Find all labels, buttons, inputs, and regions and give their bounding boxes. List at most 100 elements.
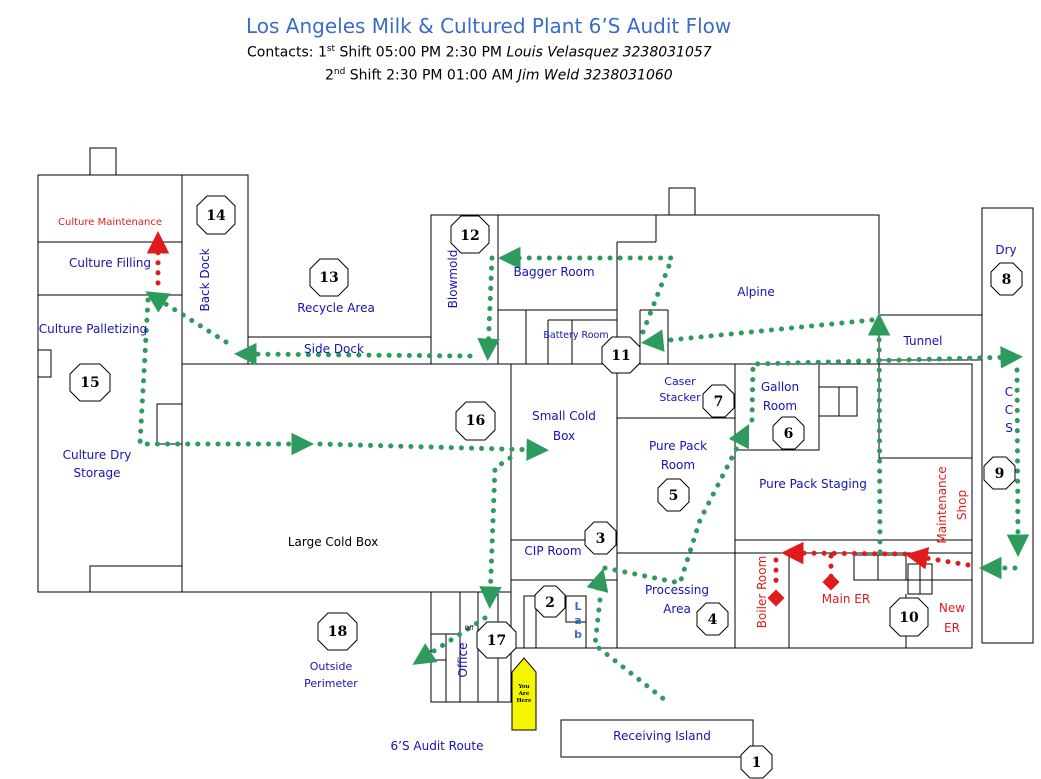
- stop-13: 13: [309, 258, 349, 297]
- svg-text:Here: Here: [516, 698, 532, 704]
- stop-8: 8: [990, 262, 1023, 296]
- audit-stops: 1 2 3 4 5 6 7 8 9 10 11 12 13 14 15 16 1…: [69, 195, 1023, 779]
- back-dock-label: Back Dock: [198, 248, 212, 311]
- processing-label-1: Processing: [645, 583, 709, 597]
- main-er-label: Main ER: [822, 592, 870, 606]
- route-to-cip: [586, 568, 609, 593]
- culture-dry-label-1: Culture Dry: [63, 448, 132, 462]
- office-label: Office: [456, 642, 470, 677]
- building-walls: [37, 147, 1034, 758]
- stop-2: 2: [534, 585, 566, 618]
- route-to-culture-filling: [145, 291, 229, 345]
- main-er-diamond: [822, 573, 840, 591]
- stop-7: 7: [702, 384, 735, 418]
- tunnel-label: Tunnel: [902, 334, 942, 348]
- ccs-label-s: S: [1005, 421, 1013, 435]
- outside-perimeter-label-1: Outside: [310, 660, 353, 673]
- large-cold-box-label: Large Cold Box: [288, 535, 378, 549]
- stop-16: 16: [455, 401, 496, 441]
- stop-10: 10: [889, 597, 929, 637]
- receiving-island-room: [560, 719, 754, 758]
- svg-text:2: 2: [545, 595, 555, 611]
- processing-label-2: Area: [663, 602, 691, 616]
- svg-text:7: 7: [714, 394, 724, 410]
- emergency-route-main: [781, 541, 908, 565]
- pure-pack-label-1: Pure Pack: [649, 439, 707, 453]
- shift-1-contact-person: Louis Velasquez 3238031057: [506, 44, 712, 61]
- svg-text:17: 17: [487, 633, 506, 649]
- ccs-label-c1: C: [1005, 385, 1013, 399]
- svg-text:16: 16: [466, 413, 485, 429]
- gallon-label-2: Room: [763, 399, 797, 413]
- small-cold-box-room: [510, 363, 618, 541]
- title-block: Los Angeles Milk & Cultured Plant 6’S Au…: [0, 0, 1041, 100]
- bagger-room-label: Bagger Room: [513, 265, 594, 279]
- stop-3: 3: [584, 521, 617, 555]
- stop-6: 6: [772, 416, 805, 450]
- lab-label-l: L: [574, 600, 581, 613]
- side-dock-label: Side Dock: [304, 342, 364, 356]
- route-to-office: [479, 455, 513, 609]
- gallon-label-1: Gallon: [761, 380, 799, 394]
- large-cold-box-room: [181, 363, 512, 593]
- culture-roof-unit: [89, 147, 117, 176]
- audit-route: [137, 246, 1030, 703]
- boiler-er-block: [734, 539, 973, 649]
- svg-text:12: 12: [460, 228, 479, 244]
- culture-dry-label-2: Storage: [74, 466, 121, 480]
- blowmold-label: Blowmold: [446, 250, 460, 309]
- route-to-small-cold-box: [317, 438, 549, 461]
- culture-palletizing-label: Culture Palletizing: [39, 322, 148, 336]
- route-to-bagger: [498, 246, 676, 335]
- stop-11: 11: [601, 336, 641, 374]
- cip-room-label: CIP Room: [524, 544, 581, 558]
- alpine-label: Alpine: [737, 285, 774, 299]
- stop-15: 15: [69, 363, 111, 402]
- svg-text:3: 3: [596, 531, 606, 547]
- stop-14: 14: [196, 195, 236, 235]
- svg-text:13: 13: [319, 270, 338, 286]
- svg-text:10: 10: [899, 610, 919, 626]
- caser-label-1: Caser: [664, 375, 696, 388]
- route-outside: [412, 615, 488, 665]
- contacts-label: Contacts:: [247, 44, 318, 61]
- small-cold-box-label-1: Small Cold: [532, 409, 596, 423]
- stop-9: 9: [983, 456, 1016, 490]
- svg-text:4: 4: [708, 612, 718, 628]
- stop-18: 18: [317, 612, 358, 651]
- pure-pack-label-2: Room: [661, 458, 695, 472]
- route-to-ccs: [749, 346, 1023, 423]
- culture-maintenance-label: Culture Maintenance: [58, 217, 162, 228]
- route-to-battery: [641, 317, 875, 352]
- route-side-dock: [234, 342, 473, 366]
- pure-pack-staging-label: Pure Pack Staging: [759, 477, 867, 491]
- svg-text:11: 11: [611, 348, 630, 364]
- route-culture-to-coldbox: [137, 297, 314, 456]
- contact-shift-1: Contacts: 1st Shift 05:00 PM 2:30 PM Lou…: [247, 44, 712, 61]
- new-er-label-2: ER: [944, 621, 960, 635]
- stop-12: 12: [450, 215, 490, 254]
- route-processing-to-gallon: [602, 423, 750, 586]
- caser-label-2: Stacker: [659, 391, 701, 404]
- maintenance-shop-label-1: Maintenance: [935, 466, 949, 543]
- boiler-room-label: Boiler Room: [755, 556, 769, 629]
- svg-text:14: 14: [206, 208, 226, 224]
- dry-label: Dry: [995, 243, 1016, 257]
- new-er-label-1: New: [939, 601, 965, 615]
- battery-room-label: Battery Room: [543, 330, 608, 341]
- stop-1: 1: [740, 745, 773, 779]
- outside-perimeter-label-2: Perimeter: [304, 677, 358, 690]
- svg-text:18: 18: [328, 624, 347, 640]
- recycle-area-label: Recycle Area: [297, 301, 375, 315]
- route-lab-to-receiving: [592, 597, 668, 703]
- svg-text:Are: Are: [518, 691, 530, 697]
- svg-text:9: 9: [995, 466, 1005, 482]
- small-cold-box-label-2: Box: [553, 429, 575, 443]
- area-labels: Culture Maintenance Culture Filling Cult…: [39, 217, 1017, 753]
- lab-room: [510, 579, 618, 649]
- page-title: Los Angeles Milk & Cultured Plant 6’S Au…: [246, 14, 732, 38]
- svg-text:8: 8: [1002, 272, 1012, 288]
- emergency-route-to-new-er: [905, 547, 971, 570]
- lab-label-a: a: [574, 614, 581, 627]
